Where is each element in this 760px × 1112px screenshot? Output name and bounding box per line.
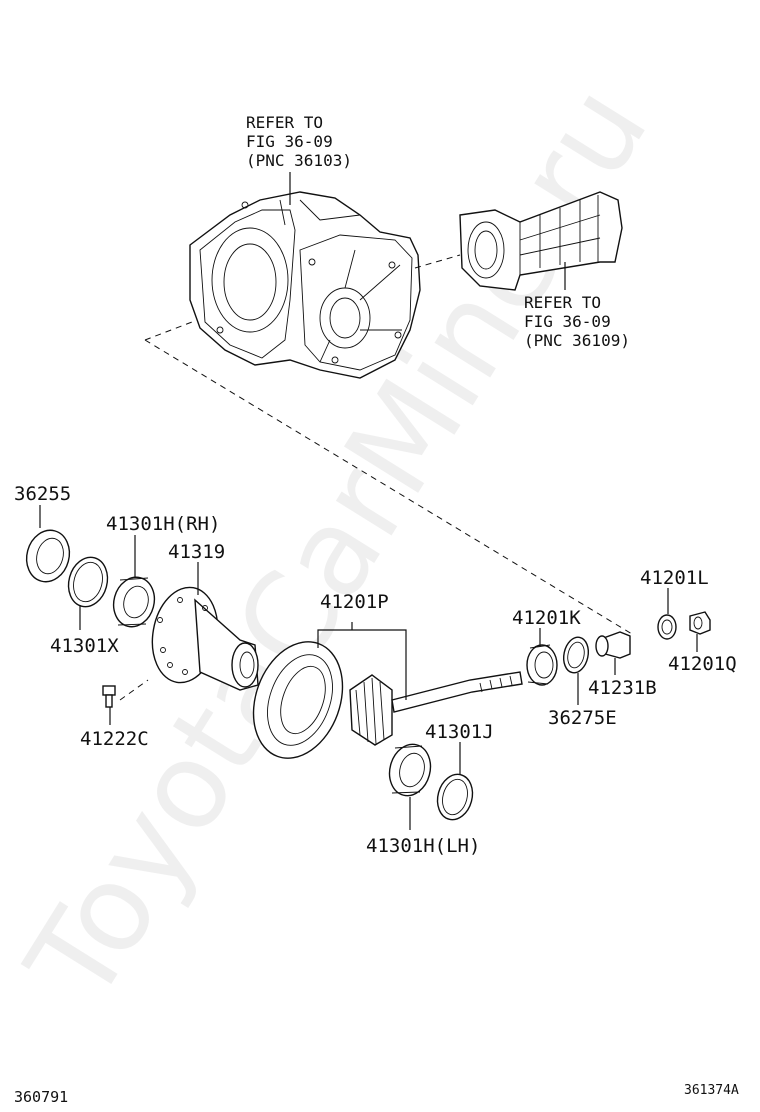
svg-text:REFER TO: REFER TO [524,293,601,312]
label-36255: 36255 [14,483,71,505]
refer-note-extension: REFER TO FIG 36-09 (PNC 36109) [524,293,630,350]
part-36275e-spacer [562,636,590,674]
extension-housing [459,191,623,291]
label-41201p: 41201P [320,591,389,613]
label-41301h-lh: 41301H(LH) [366,835,480,857]
footer-code-right: 361374A [684,1083,739,1098]
footer-code-left: 360791 [14,1088,68,1106]
label-41301x: 41301X [50,635,119,657]
part-41201q-nut [689,611,711,635]
part-41231b-spacer [595,631,631,659]
part-41222c-bolt [102,685,116,708]
part-36255-oil-seal [25,529,71,583]
refer-note-housing: REFER TO FIG 36-09 (PNC 36103) [246,113,352,170]
svg-text:(PNC 36109): (PNC 36109) [524,331,630,350]
label-41301j: 41301J [425,721,494,743]
label-41222c: 41222C [80,728,149,750]
part-41201l-washer [657,614,677,640]
part-41319-retainer [151,586,259,691]
part-41201k-bearing [526,644,558,686]
part-41201p-ring-and-pinion [252,641,523,759]
label-41231b: 41231B [588,677,657,699]
label-41301h-rh: 41301H(RH) [106,513,220,535]
part-41301h-rh-bearing [112,576,156,628]
label-41201k: 41201K [512,607,581,629]
label-36275e: 36275E [548,707,617,729]
label-41201l: 41201L [640,567,709,589]
label-41319: 41319 [168,541,225,563]
part-41301j-shim [436,773,474,821]
differential-housing [189,191,421,379]
part-41301x-shim [67,556,109,608]
label-41201q: 41201Q [668,653,737,675]
svg-text:FIG 36-09: FIG 36-09 [246,132,333,151]
svg-text:(PNC 36103): (PNC 36103) [246,151,352,170]
part-41301h-lh-bearing [388,743,432,797]
svg-text:FIG 36-09: FIG 36-09 [524,312,611,331]
svg-text:REFER TO: REFER TO [246,113,323,132]
